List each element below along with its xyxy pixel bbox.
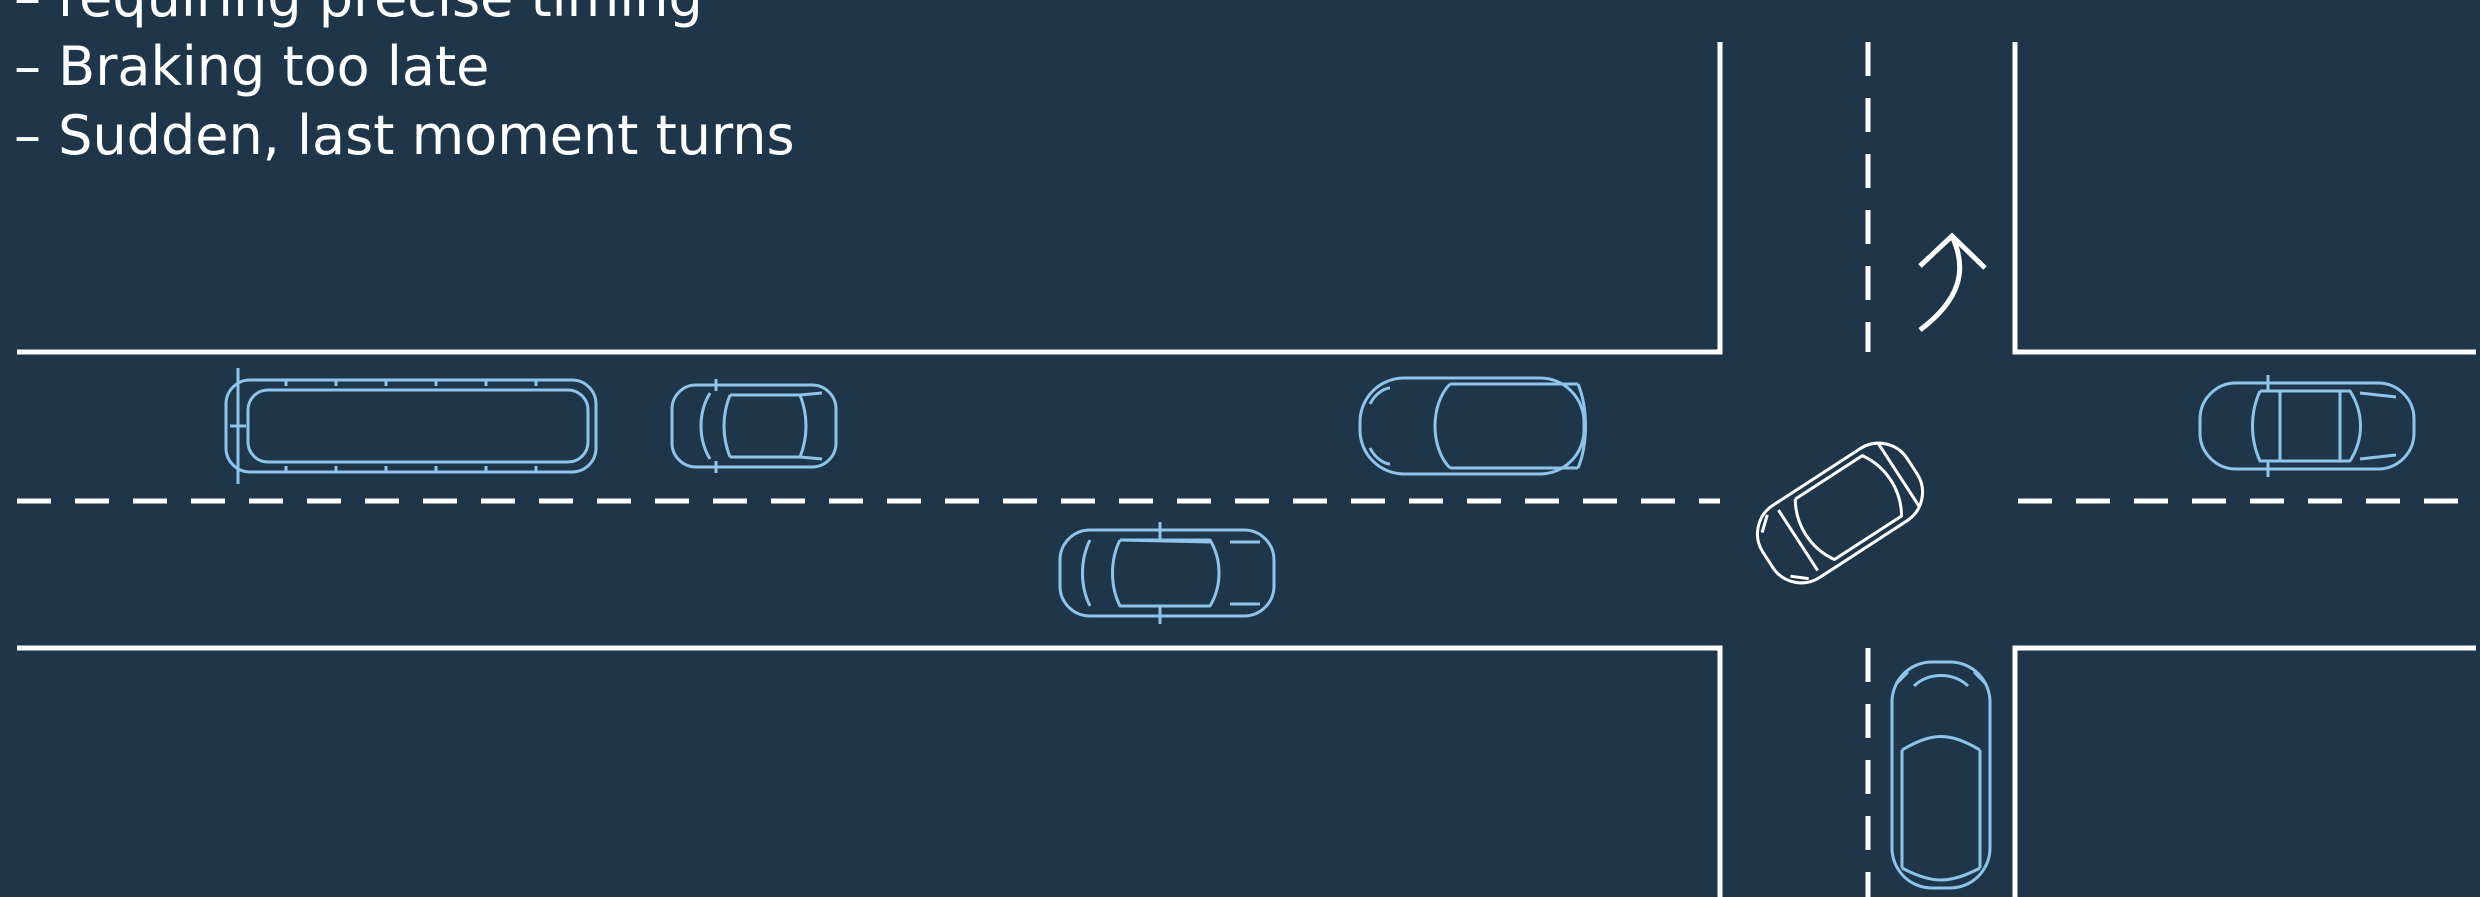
road-edge-bottom-left — [17, 645, 1723, 897]
bus — [224, 368, 598, 484]
car — [1058, 522, 1276, 624]
road-edge-top-left — [17, 42, 1723, 355]
notes-list: – requiring precise timing – Braking too… — [14, 0, 795, 170]
note-item: – requiring precise timing — [14, 0, 795, 32]
curved-arrow-up-icon — [1918, 232, 1987, 332]
car — [1890, 660, 1992, 890]
note-item: – Braking too late — [14, 35, 490, 98]
van — [1358, 376, 1587, 476]
note-item: – Sudden, last moment turns — [14, 104, 795, 167]
car — [2198, 375, 2416, 477]
road-edge-bottom-right — [2012, 645, 2476, 897]
road-edges — [17, 42, 2476, 897]
road-edge-top-right — [2012, 42, 2476, 355]
car — [670, 379, 838, 473]
lane-markings — [17, 42, 2476, 897]
turning-car — [1755, 441, 1925, 585]
